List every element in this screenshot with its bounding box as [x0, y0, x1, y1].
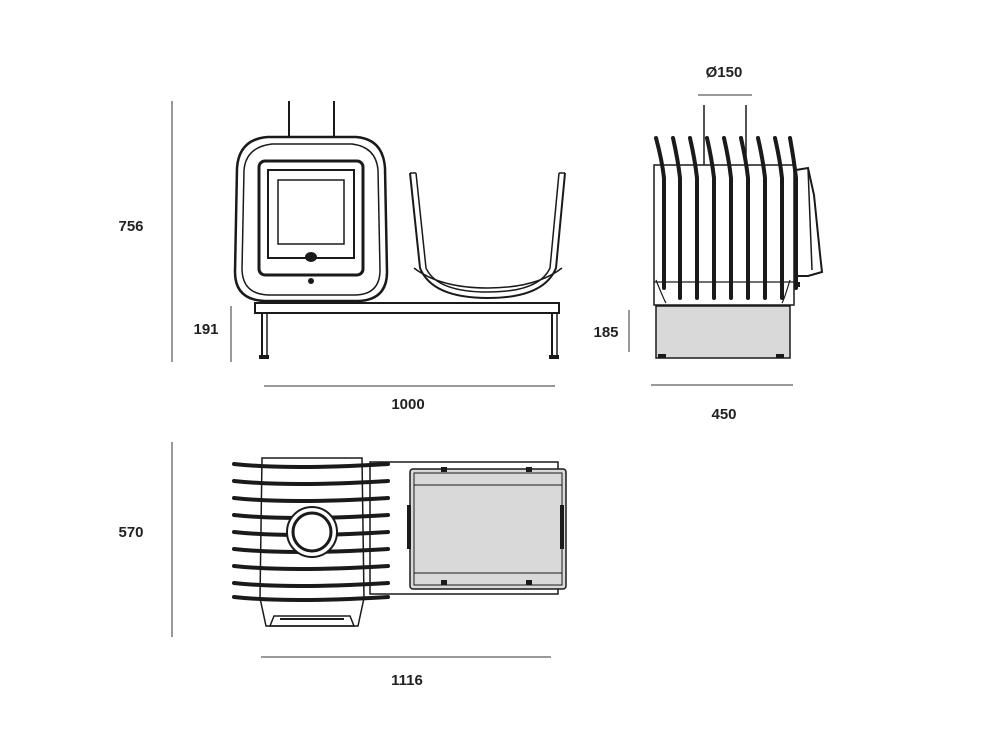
- side-fin-bases: [654, 279, 796, 304]
- air-control-knob: [308, 278, 314, 284]
- top-log-holder: [407, 467, 567, 590]
- side-stove-body: [653, 164, 795, 306]
- dimension-label-191: 191: [193, 321, 218, 338]
- front-log-holder: [409, 172, 566, 300]
- dimension-label-flue-diameter: Ø150: [706, 64, 743, 81]
- dimension-label-450: 450: [711, 406, 736, 423]
- dimension-label-185: 185: [593, 324, 618, 341]
- door-handle: [305, 252, 317, 262]
- top-dimension-lines: [171, 442, 551, 658]
- side-bench: [655, 305, 791, 359]
- side-fins: [654, 136, 798, 300]
- front-stove-body: [233, 135, 389, 303]
- side-dimension-lines: [628, 94, 793, 386]
- front-stove-door: [257, 159, 365, 284]
- front-dimension-lines: [171, 101, 555, 387]
- dimension-label-1000: 1000: [391, 396, 424, 413]
- front-view: [233, 101, 566, 359]
- front-flue-pipe: [283, 101, 340, 138]
- dimension-label-1116: 1116: [391, 672, 423, 689]
- front-bench: [254, 302, 560, 359]
- dimension-label-756: 756: [118, 218, 143, 235]
- dimension-label-570: 570: [118, 524, 143, 541]
- top-flue-outlet: [286, 506, 338, 558]
- side-door-profile: [794, 166, 824, 287]
- top-view: [232, 457, 567, 627]
- side-view: [653, 105, 824, 359]
